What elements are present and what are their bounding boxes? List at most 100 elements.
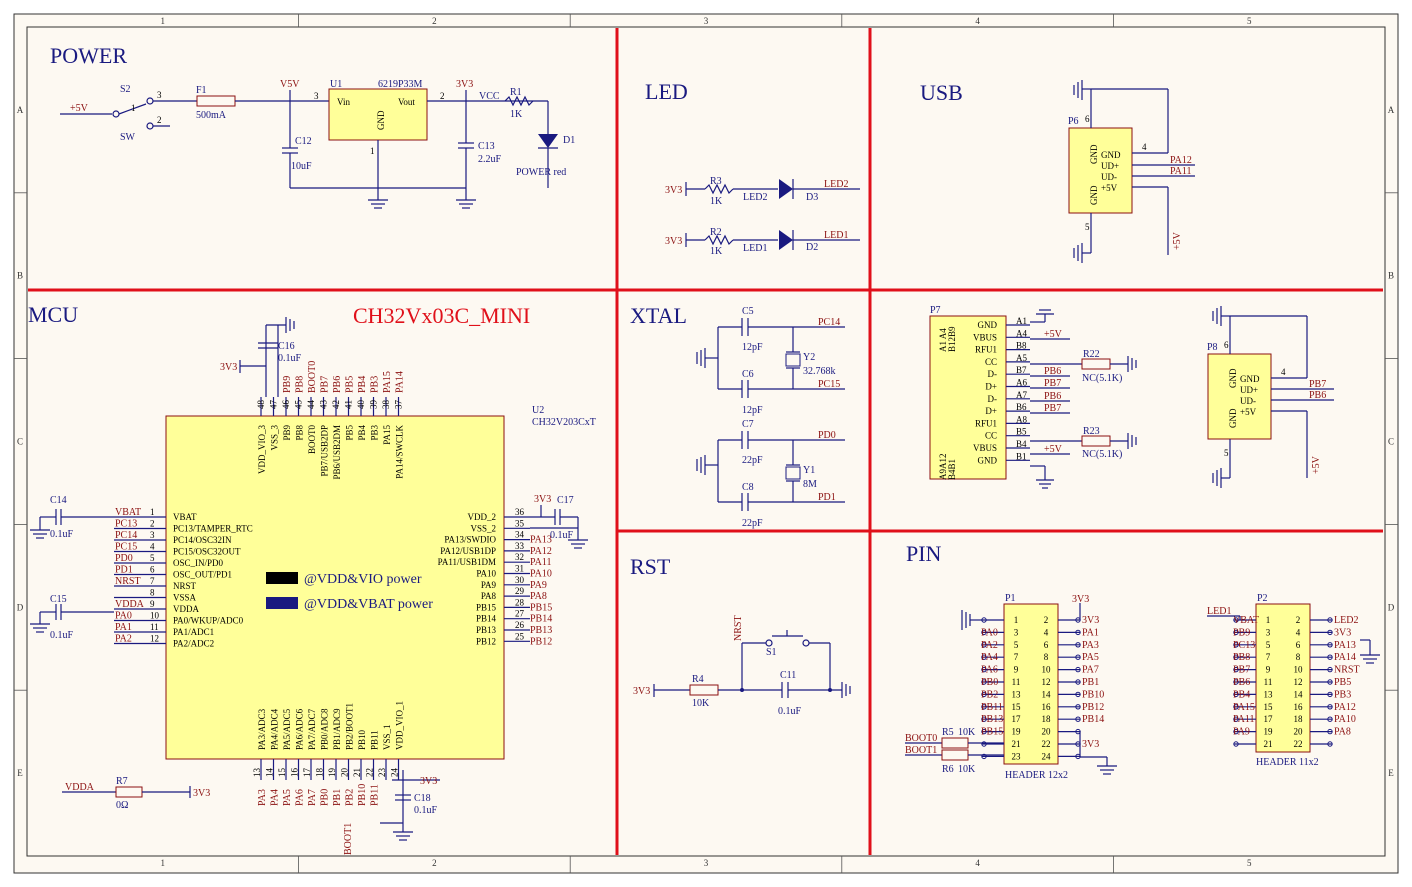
u2-bot-pin-name: PB11 <box>370 730 380 750</box>
c13-ref: C13 <box>478 141 495 152</box>
section-title-usb: USB <box>920 80 963 105</box>
header-pin-left <box>1233 654 1239 660</box>
header-pin-left <box>981 716 987 722</box>
p6-net-pa12: PA12 <box>1170 155 1192 166</box>
u2-top-net: BOOT0 <box>307 361 318 393</box>
header-pin-right <box>1075 716 1081 722</box>
header-pin-right <box>1075 666 1081 673</box>
p7-net-pb6b: PB6 <box>1044 391 1061 402</box>
u2-right-pin-num: 36 <box>515 507 525 517</box>
net-vcc: VCC <box>479 91 500 102</box>
u2-right-net: PA8 <box>530 591 547 602</box>
u2-bot-net: PA5 <box>282 789 293 806</box>
frame-row-label: E <box>1388 768 1394 778</box>
u2-bot-pin-name: PA7/ADC7 <box>307 708 317 750</box>
u2-left-pin-name: PA0/WKUP/ADC0 <box>173 616 244 626</box>
header-num-right: 14 <box>1042 689 1052 699</box>
u2-bot-pin-name: PA5/ADC5 <box>282 708 292 750</box>
c11-ref: C11 <box>780 670 796 681</box>
header-num-left: 19 <box>1012 727 1022 737</box>
u2-top-pin-name: BOOT0 <box>307 425 317 454</box>
u2-top-pin-num: 40 <box>356 400 366 410</box>
frame-col-label: 4 <box>975 16 980 26</box>
p8-net-pb6: PB6 <box>1309 390 1326 401</box>
p7-pin-name: VBUS <box>973 443 997 453</box>
y1-ref: Y1 <box>803 465 815 476</box>
p2-body <box>1255 603 1311 753</box>
s2-pin1: 1 <box>131 103 136 113</box>
u2-right-pin-name: PB14 <box>476 614 497 624</box>
header-net-left: PA6 <box>981 665 998 676</box>
u2-bot-pin-name: VSS_1 <box>382 724 392 750</box>
c16-val: 0.1uF <box>278 353 302 364</box>
header-num-right: 12 <box>1294 677 1303 687</box>
r23-val: NC(5.1K) <box>1082 449 1122 460</box>
u2-bot-pin-name: PB0/ADC8 <box>320 708 330 750</box>
u2-bot-pin-name: PA6/ADC6 <box>295 708 305 750</box>
p7-a1a4: A1 A4 <box>938 328 948 352</box>
header-num-right: 22 <box>1042 739 1051 749</box>
net-5v-in: +5V <box>70 103 89 114</box>
u2-top-pin-num: 41 <box>344 400 354 409</box>
u2-top-pin-num: 43 <box>319 400 329 410</box>
u2-right-pin-num: 25 <box>515 631 525 641</box>
u2-right-pin-name: PA9 <box>481 580 497 590</box>
p7-pin-name: CC <box>985 357 997 367</box>
header-pin-right <box>1327 617 1333 623</box>
u2-left-pin-name: PA1/ADC1 <box>173 627 214 637</box>
header-net-right: 3V3 <box>1082 739 1099 750</box>
header-pin-right <box>1075 691 1081 698</box>
header-net-right: PB14 <box>1082 714 1104 725</box>
header-net-right: 3V3 <box>1334 627 1351 638</box>
frame-row-label: D <box>1388 602 1395 612</box>
header-pin-left <box>981 629 987 636</box>
header-pin-left <box>1233 728 1239 735</box>
u2-left-pin-num: 1 <box>150 507 155 517</box>
p7-pin-num: A7 <box>1016 390 1027 400</box>
u2-bot-pin-num: 15 <box>277 768 287 778</box>
y2-ref: Y2 <box>803 352 815 363</box>
u2-top-pin-num: 47 <box>269 400 279 410</box>
net-pd1: PD1 <box>818 492 836 503</box>
u2-bot-pin-num: 24 <box>390 768 400 778</box>
u2-left-pin-name: VDDA <box>173 604 199 614</box>
u2-bot-net: PA7 <box>307 789 318 806</box>
u2-left-pin-name: PC14/OSC32IN <box>173 535 232 545</box>
header-num-right: 24 <box>1042 751 1052 761</box>
header-num-right: 8 <box>1044 652 1049 662</box>
header-net-right: 3V3 <box>1082 615 1099 626</box>
u2-right-pin-name: PA12/USB1DP <box>440 546 496 556</box>
legend-vbat: @VDD&VBAT power <box>304 597 433 612</box>
u2-right-net: PB12 <box>530 636 552 647</box>
u2-bot-net: PB2 <box>345 789 356 806</box>
u1-vin: Vin <box>337 97 350 107</box>
header-pin-right <box>1075 654 1081 660</box>
frame-row-label: B <box>1388 271 1394 281</box>
p2-led1: LED1 <box>1207 606 1231 617</box>
c17-val: 0.1uF <box>550 530 574 541</box>
u2-top-net: PB3 <box>370 376 381 393</box>
header-num-left: 11 <box>1264 677 1273 687</box>
p6-pin-udp: UD+ <box>1101 161 1119 171</box>
u2-bot-pin-num: 18 <box>315 768 325 778</box>
s2-pin2: 2 <box>157 115 162 125</box>
u2-top-net: PB5 <box>345 376 356 393</box>
header-pin-right <box>1075 704 1081 710</box>
u2-right-net: PB15 <box>530 602 552 613</box>
u2-top-pin-name: VSS_3 <box>270 425 280 451</box>
p6-num5: 5 <box>1085 222 1090 232</box>
p7-pin-name: D+ <box>985 406 997 416</box>
header-pin-right <box>1327 679 1333 685</box>
frame-col-label: 4 <box>975 858 980 868</box>
u2-bot-net: PA6 <box>295 789 306 806</box>
header-num-left: 13 <box>1012 689 1022 699</box>
c7-val: 22pF <box>742 455 763 466</box>
u2-top-pin-name: PA14/SWCLK <box>395 425 405 479</box>
header-net-left: PB9 <box>1233 627 1250 638</box>
header-num-left: 13 <box>1264 689 1274 699</box>
f1-val: 500mA <box>196 110 227 121</box>
c18-ref: C18 <box>414 793 431 804</box>
led1-out: LED1 <box>824 230 848 241</box>
r7-ref: R7 <box>116 776 128 787</box>
